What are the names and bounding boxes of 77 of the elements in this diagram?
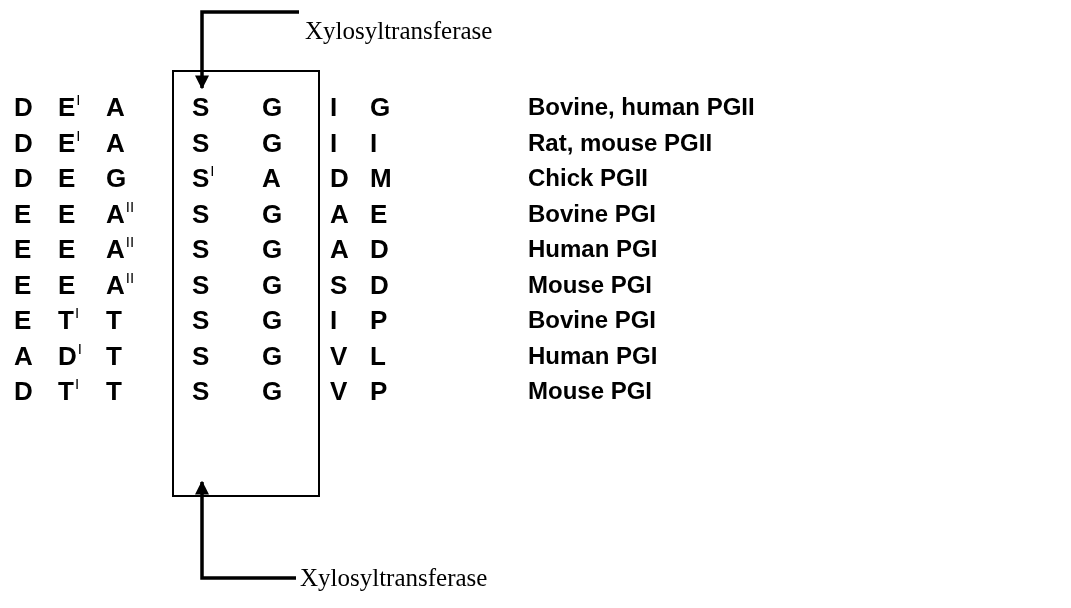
- residue-letter: G: [262, 305, 283, 335]
- residue-letter: P: [370, 376, 388, 406]
- residue-letter: G: [262, 340, 283, 371]
- residue-letter: A: [330, 234, 349, 264]
- residue-letter: S: [330, 269, 348, 300]
- residue-letter: G: [106, 163, 127, 193]
- residue-letter: L: [370, 340, 386, 371]
- residue-letter: S: [192, 127, 210, 158]
- sequence-name: Mouse PGI: [528, 269, 653, 300]
- residue-letter: G: [262, 198, 283, 229]
- residue-letter: D: [14, 127, 33, 158]
- residue-letter: V: [330, 376, 348, 406]
- sequence-name: Bovine PGI: [528, 198, 657, 229]
- residue-letter: S: [192, 92, 210, 122]
- residue-letter: I: [330, 92, 338, 122]
- sequence-name: Bovine PGI: [528, 305, 657, 335]
- residue-letter: E$^{I}$: [58, 127, 81, 158]
- residue-letter: A$^{II}$: [106, 198, 135, 229]
- residue-letter: S: [192, 340, 210, 371]
- sequence-name: Chick PGII: [528, 163, 649, 193]
- residue-letter: M: [370, 163, 392, 193]
- residue-letter: A: [106, 127, 125, 158]
- residue-letter: E: [14, 269, 32, 300]
- residue-letter: S: [192, 305, 210, 335]
- residue-letter: S$^{I}$: [192, 163, 215, 193]
- arrow: [195, 480, 296, 580]
- residue-letter: D: [14, 92, 33, 122]
- residue-letter: S: [192, 269, 210, 300]
- sequence-name: Human PGI: [528, 234, 658, 264]
- sequence-name: Rat, mouse PGII: [528, 127, 713, 158]
- residue-letter: P: [370, 305, 388, 335]
- residue-letter: A$^{II}$: [106, 269, 135, 300]
- arrow: [195, 10, 299, 90]
- residue-letter: T: [106, 305, 122, 335]
- residue-letter: E: [14, 198, 32, 229]
- residue-letter: D: [14, 163, 33, 193]
- residue-letter: E: [58, 163, 76, 193]
- residue-letter: A: [106, 92, 125, 122]
- residue-letter: E$^{I}$: [58, 92, 81, 122]
- residue-letter: I: [330, 305, 338, 335]
- residue-letter: V: [330, 340, 348, 371]
- residue-letter: D: [370, 234, 389, 264]
- residue-letter: E: [58, 198, 76, 229]
- residue-letter: E: [14, 234, 32, 264]
- residue-letter: D: [330, 163, 349, 193]
- residue-letter: A: [262, 163, 281, 193]
- residue-letter: S: [192, 234, 210, 264]
- residue-letter: A: [14, 340, 33, 371]
- residue-letter: I: [330, 127, 338, 158]
- residue-letter: G: [262, 234, 283, 264]
- residue-letter: G: [370, 92, 391, 122]
- residue-letter: G: [262, 376, 283, 406]
- residue-letter: D: [370, 269, 389, 300]
- residue-letter: I: [370, 127, 378, 158]
- residue-letter: G: [262, 127, 283, 158]
- residue-letter: E: [58, 234, 76, 264]
- residue-letter: E: [370, 198, 388, 229]
- enzyme-label: Xylosyltransferase: [300, 563, 488, 593]
- residue-letter: T: [106, 376, 122, 406]
- sequence-name: Bovine, human PGII: [528, 92, 755, 122]
- residue-letter: T$^{I}$: [58, 376, 80, 406]
- residue-letter: A$^{II}$: [106, 234, 135, 264]
- sequence-name: Mouse PGI: [528, 376, 653, 406]
- residue-letter: E: [58, 269, 76, 300]
- sequence-name: Human PGI: [528, 340, 658, 371]
- enzyme-label: Xylosyltransferase: [305, 16, 493, 46]
- alignment-box: [172, 70, 320, 497]
- residue-letter: D: [14, 376, 33, 406]
- residue-letter: S: [192, 376, 210, 406]
- residue-letter: D$^{I}$: [58, 340, 82, 371]
- residue-letter: A: [330, 198, 349, 229]
- residue-letter: G: [262, 269, 283, 300]
- residue-letter: G: [262, 92, 283, 122]
- residue-letter: T: [106, 340, 122, 371]
- residue-letter: T$^{I}$: [58, 305, 80, 335]
- residue-letter: S: [192, 198, 210, 229]
- residue-letter: E: [14, 305, 32, 335]
